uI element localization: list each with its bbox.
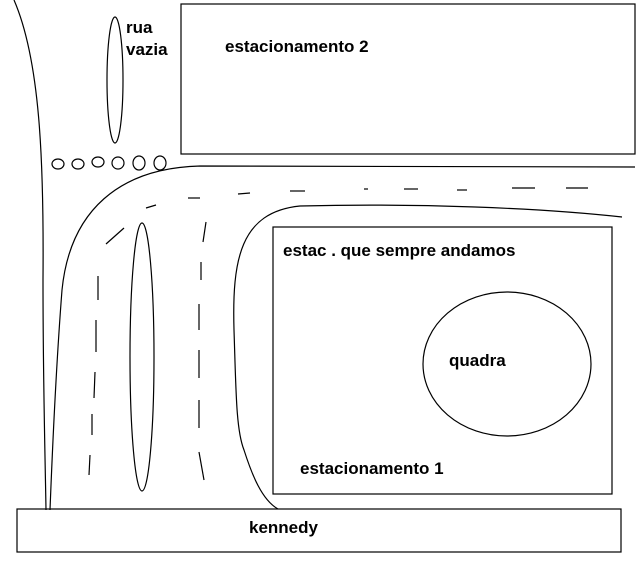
rua-vazia-label-line1: rua <box>126 18 153 37</box>
rua-vazia-label-line2: vazia <box>126 40 168 59</box>
inner-road-curve <box>233 204 623 510</box>
quadra-label: quadra <box>449 351 506 370</box>
vertical-lane-dashes <box>88 204 207 481</box>
estacionamento-2-label: estacionamento 2 <box>225 37 369 56</box>
horizontal-lane-dashes <box>188 187 588 199</box>
quadra-court <box>422 291 592 437</box>
estac-que-sempre-andamos-label: estac . que sempre andamos <box>283 241 515 260</box>
rua-vazia-island <box>106 16 124 144</box>
small-ellipse <box>91 156 105 168</box>
small-ellipse <box>153 155 167 171</box>
small-ellipse <box>111 156 125 170</box>
small-ellipse <box>71 158 85 170</box>
small-ellipse <box>51 158 65 170</box>
kennedy-avenue <box>16 508 622 553</box>
estacionamento-1-label: estacionamento 1 <box>300 459 444 478</box>
estac-que-sempre-andamos-lot <box>272 226 613 495</box>
kennedy-label: kennedy <box>249 518 319 537</box>
left-street-edge <box>13 0 47 511</box>
small-ellipse <box>132 155 146 171</box>
median-island <box>129 222 155 492</box>
outer-road-curve <box>49 165 636 511</box>
estacionamento-2-lot <box>180 3 636 155</box>
small-ellipses-row <box>51 155 167 171</box>
